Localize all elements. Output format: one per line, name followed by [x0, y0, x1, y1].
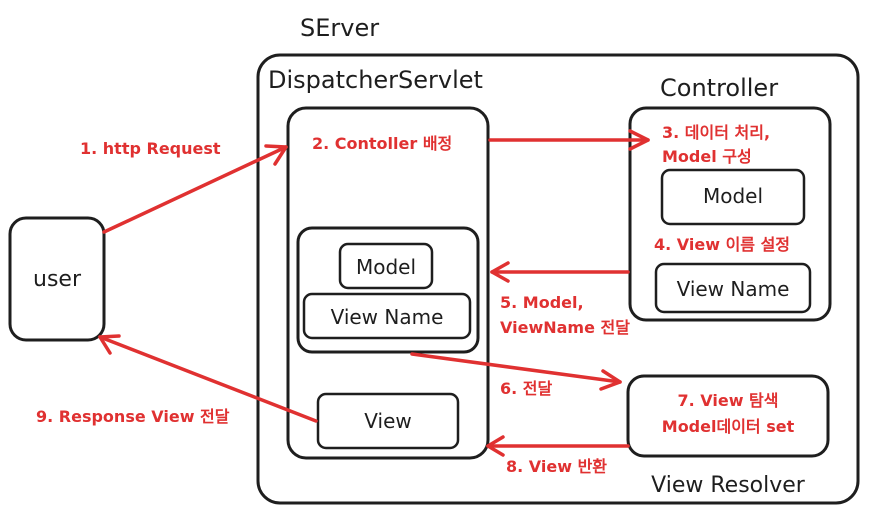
dispatcher-viewname-box [302, 292, 472, 340]
arrow-1-head [264, 144, 288, 166]
user-label: user [33, 267, 82, 292]
step-3-label-line1: 3. 데이터 처리, [662, 123, 770, 142]
view-resolver-box [626, 374, 830, 458]
view-resolver-title: View Resolver [651, 473, 806, 498]
dispatcher-view-label: View [364, 409, 411, 433]
controller-model-label: Model [703, 184, 763, 208]
step-8-label: 8. View 반환 [506, 457, 607, 476]
step-7-label-line2: Model데이터 set [662, 417, 795, 436]
dispatcher-title: DispatcherServlet [268, 66, 483, 94]
controller-model-box [660, 168, 806, 226]
arrow-5-head [490, 261, 510, 283]
step-1-label: 1. http Request [80, 139, 221, 158]
dispatcher-model-box [338, 242, 434, 290]
controller-viewname-label: View Name [677, 277, 790, 301]
arrow-6-pass [410, 352, 622, 384]
arrow-2-head [628, 129, 650, 151]
dispatcher-viewname-label: View Name [331, 305, 444, 329]
arrow-9-head [98, 334, 121, 355]
step-2-label: 2. Contoller 배정 [312, 134, 452, 153]
step-5-label-line2: ViewName 전달 [500, 318, 630, 337]
server-title: SErver [300, 14, 379, 42]
arrow-1-request [102, 145, 288, 234]
step-5-label-line1: 5. Model, [500, 293, 584, 312]
arrow-6-head [599, 369, 622, 391]
controller-viewname-box [654, 262, 812, 314]
arrow-9-response [98, 335, 318, 423]
dispatcher-model-label: Model [356, 255, 416, 279]
user-box [8, 216, 106, 342]
step-7-label-line1: 7. View 탐색 [677, 391, 778, 410]
step-4-label: 4. View 이름 설정 [654, 235, 790, 254]
step-6-label: 6. 전달 [500, 379, 553, 398]
arrow-8-head [486, 435, 505, 457]
step-3-label-line2: Model 구성 [662, 147, 752, 166]
step-9-label: 9. Response View 전달 [36, 407, 230, 426]
dispatcher-view-box [316, 392, 460, 450]
controller-title: Controller [660, 74, 778, 102]
